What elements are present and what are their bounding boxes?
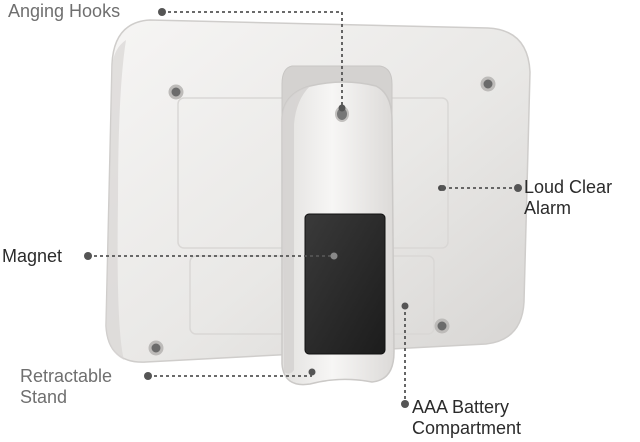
label-battery-compartment: AAA Battery Compartment [412,397,521,439]
screw-holes [148,76,496,356]
label-magnet: Magnet [2,246,62,267]
body-left-edge [106,40,126,360]
magnet-block [304,213,386,355]
label-battery-compartment-line1: AAA Battery [412,397,510,417]
label-loud-clear-alarm-line1: Loud Clear [524,177,613,197]
label-battery-compartment-line2: Compartment [412,418,522,438]
label-retractable-stand: Retractable Stand [20,366,112,408]
label-loud-clear-alarm-line2: Alarm [524,198,572,218]
label-magnet-text: Magnet [2,246,63,266]
leader-hanging-hooks [162,11,343,108]
stand-shadow-edge [282,86,310,374]
label-hanging-hooks: Anging Hooks [8,1,120,22]
leader-lines [88,11,518,404]
label-retractable-stand-line1: Retractable [20,366,113,386]
label-hanging-hooks-text: Anging Hooks [8,1,121,21]
leader-dots [84,8,522,408]
label-loud-clear-alarm: Loud Clear Alarm [524,177,612,219]
label-retractable-stand-line2: Stand [20,387,68,407]
